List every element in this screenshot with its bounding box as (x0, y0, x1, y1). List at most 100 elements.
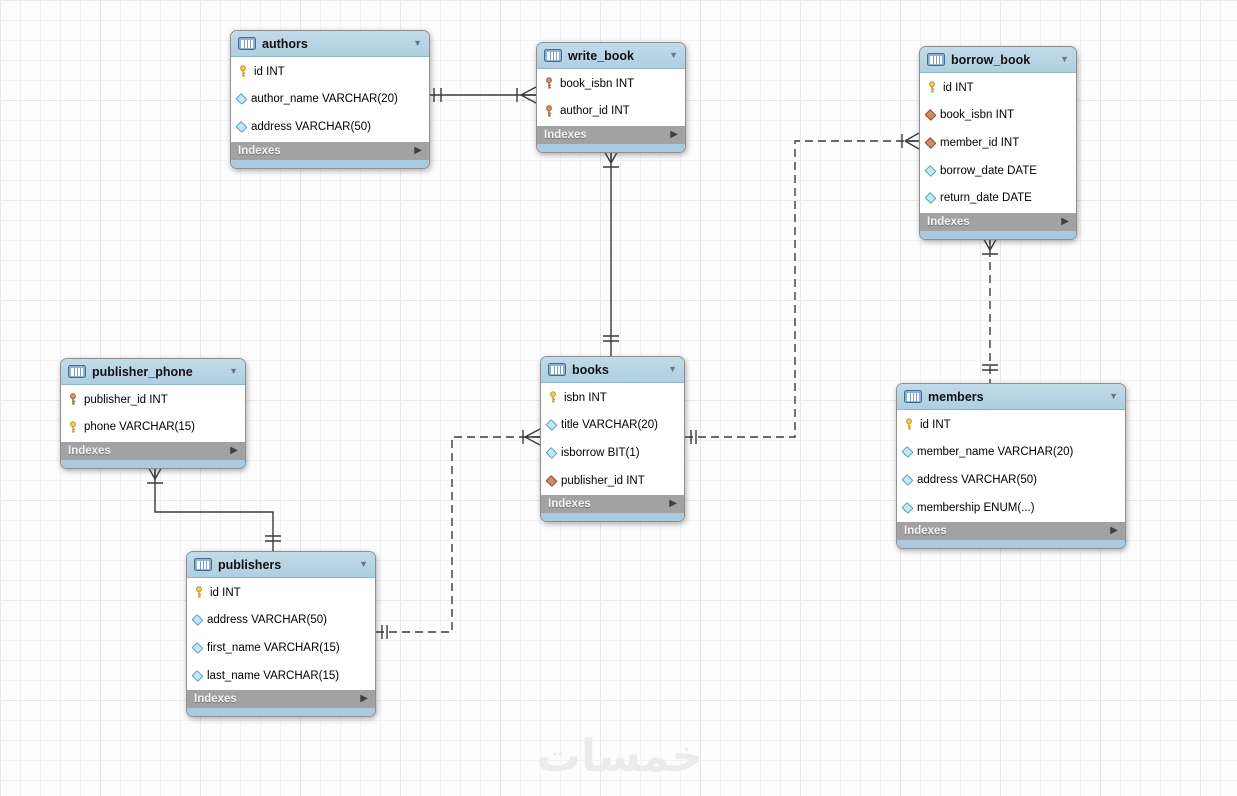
column-label: publisher_id INT (84, 393, 168, 406)
collapse-arrow-icon[interactable]: ▼ (668, 364, 677, 374)
column-row[interactable]: publisher_id INT (61, 386, 245, 414)
column-row[interactable]: title VARCHAR(20) (541, 412, 684, 440)
table-icon (68, 365, 86, 378)
collapse-arrow-icon[interactable]: ▼ (669, 50, 678, 60)
collapse-arrow-icon[interactable]: ▼ (413, 38, 422, 48)
primary-foreign-key-icon (546, 105, 552, 117)
table-icon (238, 37, 256, 50)
column-icon (545, 419, 558, 432)
relationship-authors-write_book[interactable] (430, 86, 537, 104)
table-header[interactable]: publishers ▼ (187, 552, 375, 578)
column-row[interactable]: id INT (231, 58, 429, 86)
indexes-label: Indexes (548, 498, 591, 511)
expand-arrow-icon[interactable]: ▶ (670, 129, 678, 141)
relationship-books-write_book[interactable] (602, 148, 620, 356)
column-label: isbn INT (564, 391, 607, 404)
table-name: publishers (218, 557, 282, 572)
table-authors[interactable]: authors ▼ id INT author_name VARCHAR(20)… (230, 30, 430, 169)
collapse-arrow-icon[interactable]: ▼ (1060, 54, 1069, 64)
table-icon (927, 53, 945, 66)
column-row[interactable]: membership ENUM(...) (897, 494, 1125, 522)
indexes-bar[interactable]: Indexes ▶ (61, 442, 245, 461)
column-row[interactable]: publisher_id INT (541, 467, 684, 495)
table-bottom-strip (920, 230, 1076, 239)
table-header[interactable]: authors ▼ (231, 31, 429, 57)
column-row[interactable]: member_name VARCHAR(20) (897, 439, 1125, 467)
column-label: isborrow BIT(1) (561, 446, 640, 459)
primary-key-icon (906, 418, 912, 430)
table-publishers[interactable]: publishers ▼ id INT address VARCHAR(50) … (186, 551, 376, 718)
indexes-bar[interactable]: Indexes ▶ (231, 141, 429, 160)
column-icon (924, 164, 937, 177)
expand-arrow-icon[interactable]: ▶ (669, 498, 677, 510)
foreign-key-icon (924, 109, 937, 122)
table-borrow_book[interactable]: borrow_book ▼ id INT book_isbn INT membe… (919, 46, 1077, 240)
indexes-label: Indexes (238, 144, 281, 157)
table-icon (194, 558, 212, 571)
relationship-publishers-publisher_phone[interactable] (146, 464, 281, 551)
expand-arrow-icon[interactable]: ▶ (414, 144, 422, 156)
column-row[interactable]: book_isbn INT (920, 102, 1076, 130)
column-icon (901, 501, 914, 514)
column-label: id INT (943, 81, 974, 94)
collapse-arrow-icon[interactable]: ▼ (359, 559, 368, 569)
primary-foreign-key-icon (70, 393, 76, 405)
column-label: id INT (254, 65, 285, 78)
column-row[interactable]: return_date DATE (920, 184, 1076, 212)
column-icon (924, 192, 937, 205)
column-row[interactable]: author_id INT (537, 98, 685, 126)
column-row[interactable]: last_name VARCHAR(15) (187, 662, 375, 690)
table-header[interactable]: members ▼ (897, 384, 1125, 410)
column-row[interactable]: address VARCHAR(50) (897, 466, 1125, 494)
indexes-bar[interactable]: Indexes ▶ (541, 495, 684, 514)
table-members[interactable]: members ▼ id INT member_name VARCHAR(20)… (896, 383, 1126, 550)
column-row[interactable]: isbn INT (541, 384, 684, 412)
table-bottom-strip (231, 159, 429, 168)
table-write_book[interactable]: write_book ▼ book_isbn INT author_id INT… (536, 42, 686, 154)
relationship-publishers-books[interactable] (376, 428, 541, 639)
table-header[interactable]: borrow_book ▼ (920, 47, 1076, 73)
column-row[interactable]: id INT (187, 579, 375, 607)
column-row[interactable]: borrow_date DATE (920, 157, 1076, 185)
column-row[interactable]: first_name VARCHAR(15) (187, 634, 375, 662)
expand-arrow-icon[interactable]: ▶ (360, 693, 368, 705)
column-row[interactable]: id INT (897, 411, 1125, 439)
column-row[interactable]: author_name VARCHAR(20) (231, 86, 429, 114)
column-label: membership ENUM(...) (917, 501, 1035, 514)
column-row[interactable]: address VARCHAR(50) (231, 113, 429, 141)
relationship-members-borrow_book[interactable] (981, 235, 999, 383)
indexes-label: Indexes (544, 129, 587, 142)
table-books[interactable]: books ▼ isbn INT title VARCHAR(20) isbor… (540, 356, 685, 523)
expand-arrow-icon[interactable]: ▶ (1110, 525, 1118, 537)
column-label: author_name VARCHAR(20) (251, 93, 398, 106)
collapse-arrow-icon[interactable]: ▼ (229, 366, 238, 376)
column-row[interactable]: id INT (920, 74, 1076, 102)
expand-arrow-icon[interactable]: ▶ (1061, 215, 1069, 227)
column-label: title VARCHAR(20) (561, 419, 658, 432)
column-label: member_name VARCHAR(20) (917, 446, 1074, 459)
column-label: publisher_id INT (561, 474, 645, 487)
column-row[interactable]: phone VARCHAR(15) (61, 414, 245, 442)
indexes-bar[interactable]: Indexes ▶ (187, 690, 375, 709)
column-row[interactable]: member_id INT (920, 129, 1076, 157)
primary-key-icon (240, 65, 246, 77)
column-label: address VARCHAR(50) (207, 614, 327, 627)
column-row[interactable]: address VARCHAR(50) (187, 607, 375, 635)
indexes-bar[interactable]: Indexes ▶ (897, 522, 1125, 541)
column-row[interactable]: book_isbn INT (537, 70, 685, 98)
column-label: book_isbn INT (940, 109, 1015, 122)
expand-arrow-icon[interactable]: ▶ (230, 445, 238, 457)
table-header[interactable]: publisher_phone ▼ (61, 359, 245, 385)
table-header[interactable]: write_book ▼ (537, 43, 685, 69)
relationship-books-borrow_book[interactable] (685, 132, 920, 444)
collapse-arrow-icon[interactable]: ▼ (1109, 391, 1118, 401)
table-header[interactable]: books ▼ (541, 357, 684, 383)
table-icon (548, 363, 566, 376)
column-row[interactable]: isborrow BIT(1) (541, 439, 684, 467)
table-name: write_book (568, 48, 634, 63)
indexes-bar[interactable]: Indexes ▶ (537, 126, 685, 145)
indexes-bar[interactable]: Indexes ▶ (920, 212, 1076, 231)
table-name: borrow_book (951, 52, 1031, 67)
table-publisher_phone[interactable]: publisher_phone ▼ publisher_id INT phone… (60, 358, 246, 470)
table-name: books (572, 362, 609, 377)
